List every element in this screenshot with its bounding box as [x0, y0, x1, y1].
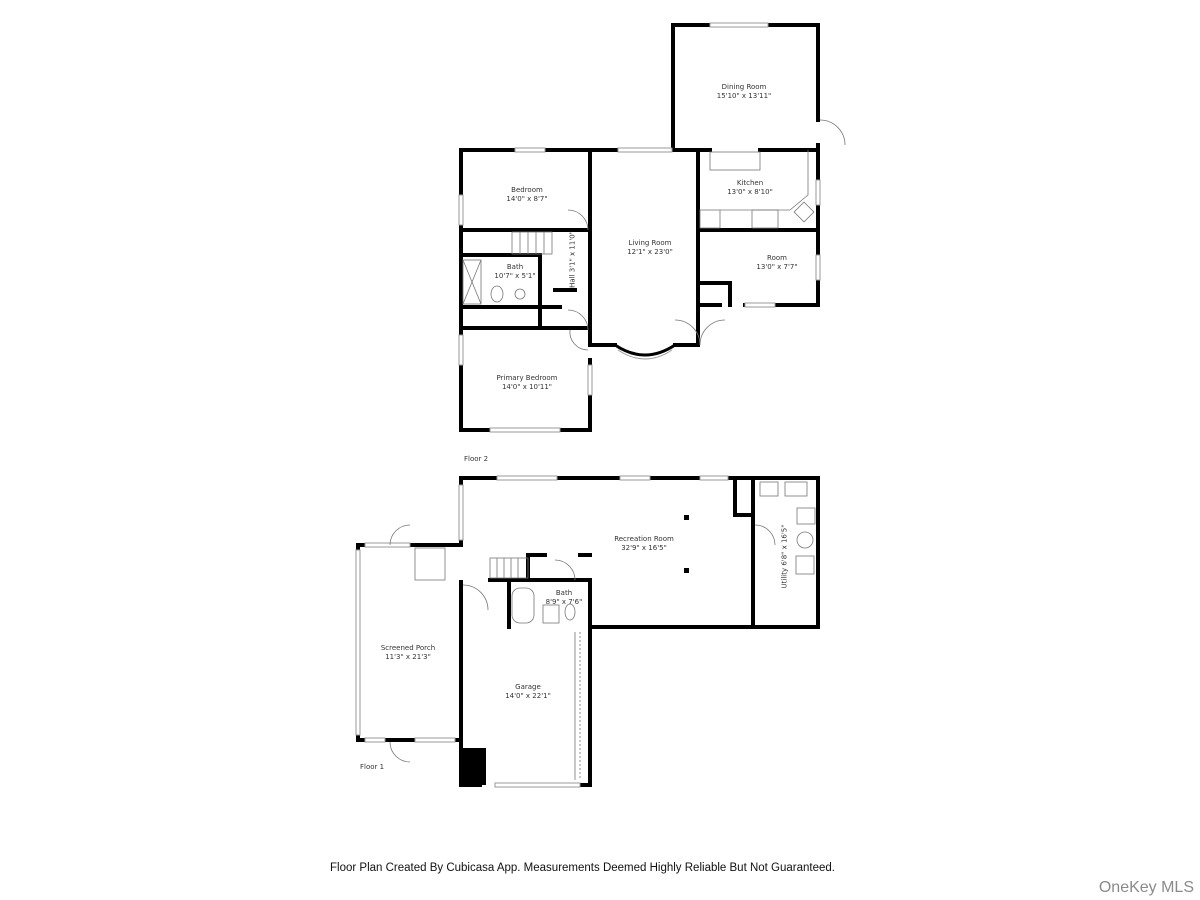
recreation-posts — [684, 515, 689, 573]
floor-2-walls — [459, 23, 820, 432]
room-label-utility: Utility 6'8" x 16'5" — [780, 524, 789, 589]
disclaimer-text: Floor Plan Created By Cubicasa App. Meas… — [330, 862, 835, 874]
garage-chimney — [461, 748, 486, 785]
brand-watermark: OneKey MLS — [1098, 879, 1194, 896]
floor-2-windows — [458, 22, 821, 433]
floor-1-windows — [355, 475, 729, 788]
floor-1-fixtures — [389, 481, 816, 780]
floor-1-label: Floor 1 — [360, 763, 385, 771]
floor-2-label: Floor 2 — [464, 455, 489, 463]
floor-2-fixtures — [462, 119, 846, 351]
room-label-hall: Hall 3'1" x 11'0" — [568, 231, 577, 288]
